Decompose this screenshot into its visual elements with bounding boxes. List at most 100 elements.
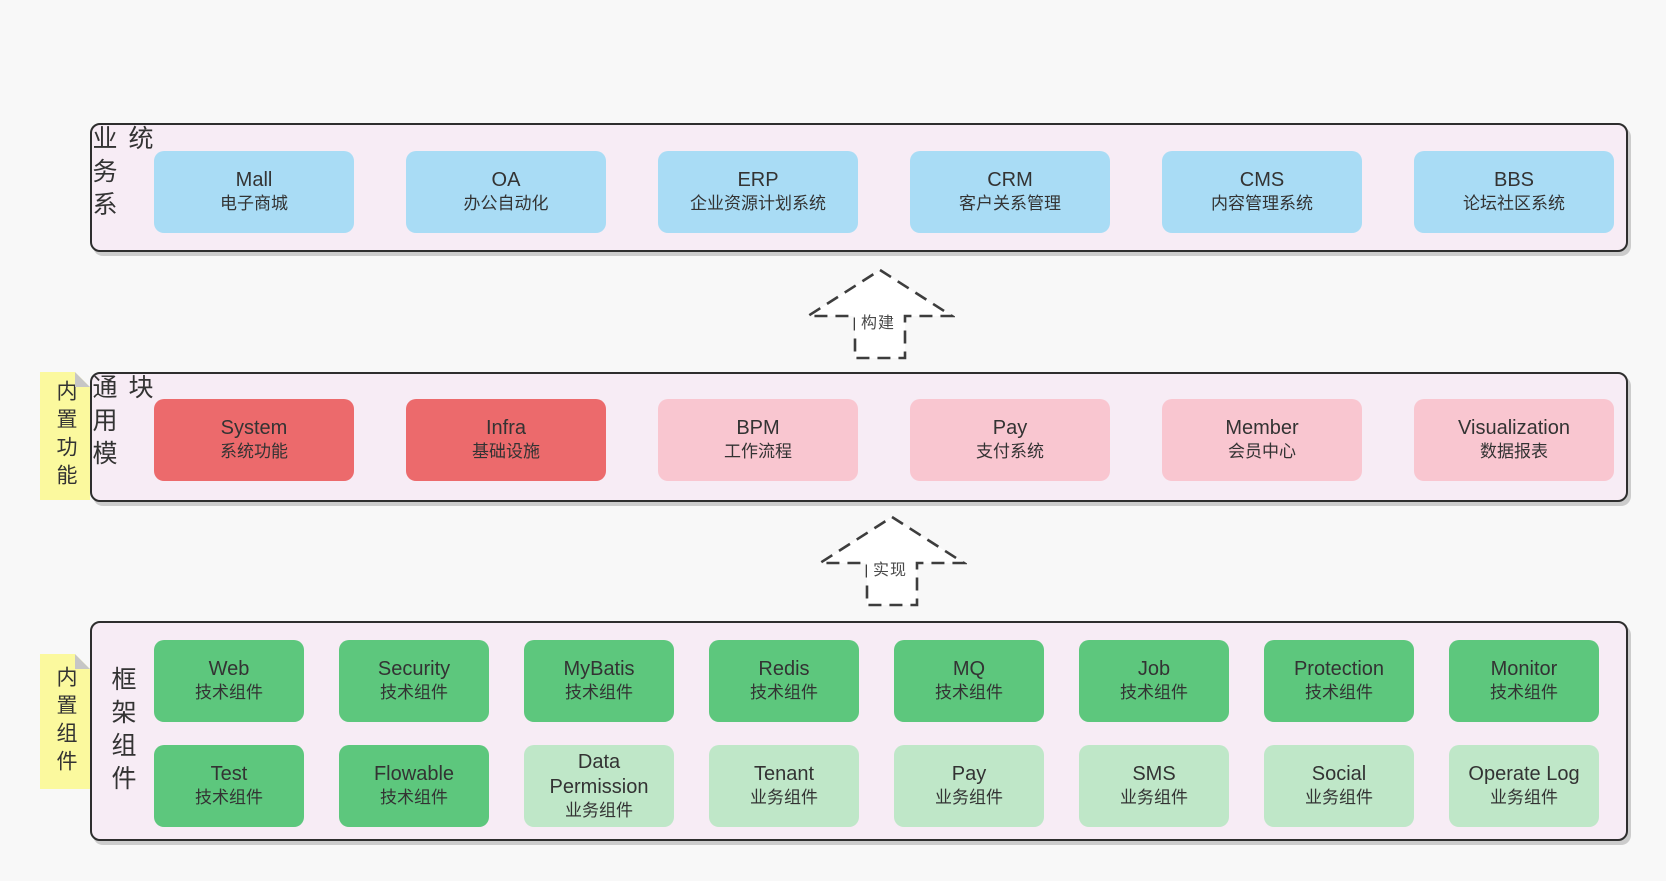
component-box: Protection 技术组件: [1264, 640, 1414, 722]
box-title: OA: [491, 169, 521, 192]
module-box: System 系统功能: [154, 399, 354, 481]
box-title: Visualization: [1458, 417, 1570, 440]
box-subtitle: 基础设施: [472, 442, 540, 462]
box-title: BPM: [736, 417, 780, 440]
box-title: Web: [208, 658, 250, 681]
box-title: Tenant: [753, 763, 815, 786]
box-title: Security: [377, 658, 451, 681]
box-subtitle: 技术组件: [935, 683, 1003, 703]
box-title: Operate Log: [1468, 763, 1580, 786]
build-arrow: 构建: [805, 268, 955, 360]
box-subtitle: 技术组件: [380, 683, 448, 703]
system-box: Mall 电子商城: [154, 151, 354, 233]
box-title: Member: [1225, 417, 1299, 440]
band-label-business-systems: 业务系统: [89, 125, 153, 224]
box-subtitle: 技术组件: [380, 788, 448, 808]
component-box: Data Permission 业务组件: [524, 745, 674, 827]
component-box: Job 技术组件: [1079, 640, 1229, 722]
system-box: ERP 企业资源计划系统: [658, 151, 858, 233]
box-subtitle: 企业资源计划系统: [690, 194, 826, 214]
box-subtitle: 支付系统: [976, 442, 1044, 462]
box-subtitle: 办公自动化: [463, 194, 549, 214]
component-box: Operate Log 业务组件: [1449, 745, 1599, 827]
business-systems-row: Mall 电子商城 OA 办公自动化 ERP 企业资源计划系统 CRM 客户关系…: [154, 151, 1614, 233]
box-subtitle: 内容管理系统: [1211, 194, 1313, 214]
component-box: Security 技术组件: [339, 640, 489, 722]
box-title: Mall: [235, 169, 273, 192]
module-box: Infra 基础设施: [406, 399, 606, 481]
box-title: Monitor: [1490, 658, 1558, 681]
box-title: SMS: [1132, 763, 1176, 786]
band-label-common-modules: 通用模块: [89, 374, 153, 473]
box-title: Infra: [485, 417, 527, 440]
implement-arrow: 实现: [817, 515, 967, 607]
box-subtitle: 业务组件: [565, 800, 633, 820]
component-box: Monitor 技术组件: [1449, 640, 1599, 722]
component-box: Social 业务组件: [1264, 745, 1414, 827]
sticky-note-label: 内置组件: [54, 665, 77, 778]
box-title: CRM: [987, 169, 1033, 192]
box-subtitle: 数据报表: [1480, 442, 1548, 462]
implement-arrow-label: 实现: [867, 555, 913, 581]
component-box: Test 技术组件: [154, 745, 304, 827]
common-modules-row: System 系统功能 Infra 基础设施 BPM 工作流程 Pay 支付系统…: [154, 399, 1614, 481]
box-title: Job: [1137, 658, 1171, 681]
component-box: MQ 技术组件: [894, 640, 1044, 722]
framework-components-row-2: Test 技术组件 Flowable 技术组件 Data Permission …: [154, 745, 1599, 827]
box-title: CMS: [1239, 169, 1285, 192]
box-subtitle: 系统功能: [220, 442, 288, 462]
band-framework-components: 框架组件 Web 技术组件 Security 技术组件 MyBatis 技术组件…: [90, 621, 1628, 841]
build-arrow-label: 构建: [855, 308, 901, 334]
box-subtitle: 技术组件: [1305, 683, 1373, 703]
component-box: SMS 业务组件: [1079, 745, 1229, 827]
module-box: Member 会员中心: [1162, 399, 1362, 481]
box-subtitle: 业务组件: [1120, 788, 1188, 808]
component-box: Flowable 技术组件: [339, 745, 489, 827]
module-box: Pay 支付系统: [910, 399, 1110, 481]
system-box: CRM 客户关系管理: [910, 151, 1110, 233]
box-subtitle: 业务组件: [1490, 788, 1558, 808]
box-title: MQ: [952, 658, 986, 681]
component-box: Web 技术组件: [154, 640, 304, 722]
box-subtitle: 业务组件: [750, 788, 818, 808]
sticky-note-builtin-components: 内置组件: [40, 654, 90, 789]
box-subtitle: 技术组件: [565, 683, 633, 703]
band-common-modules: 通用模块 System 系统功能 Infra 基础设施 BPM 工作流程 Pay…: [89, 372, 1628, 502]
system-box: CMS 内容管理系统: [1162, 151, 1362, 233]
system-box: BBS 论坛社区系统: [1414, 151, 1614, 233]
box-subtitle: 技术组件: [195, 788, 263, 808]
box-subtitle: 工作流程: [724, 442, 792, 462]
box-title: BBS: [1493, 169, 1535, 192]
box-subtitle: 业务组件: [935, 788, 1003, 808]
component-box: MyBatis 技术组件: [524, 640, 674, 722]
box-title: ERP: [737, 169, 779, 192]
box-subtitle: 电子商城: [220, 194, 288, 214]
box-subtitle: 论坛社区系统: [1463, 194, 1565, 214]
box-title: Pay: [992, 417, 1028, 440]
band-label-framework-components: 框架组件: [108, 666, 136, 798]
framework-components-row-1: Web 技术组件 Security 技术组件 MyBatis 技术组件 Redi…: [154, 640, 1599, 722]
box-subtitle: 业务组件: [1305, 788, 1373, 808]
system-box: OA 办公自动化: [406, 151, 606, 233]
box-subtitle: 会员中心: [1228, 442, 1296, 462]
box-title: Test: [210, 763, 248, 786]
component-box: Pay 业务组件: [894, 745, 1044, 827]
component-box: Tenant 业务组件: [709, 745, 859, 827]
box-title: Social: [1311, 763, 1367, 786]
box-title: Redis: [758, 658, 810, 681]
module-box: BPM 工作流程: [658, 399, 858, 481]
box-subtitle: 客户关系管理: [959, 194, 1061, 214]
sticky-note-label: 内置功能: [54, 380, 77, 492]
module-box: Visualization 数据报表: [1414, 399, 1614, 481]
box-subtitle: 技术组件: [750, 683, 818, 703]
box-title: MyBatis: [563, 658, 635, 681]
box-subtitle: 技术组件: [195, 683, 263, 703]
box-title: System: [220, 417, 288, 440]
box-title: Flowable: [373, 763, 455, 786]
sticky-note-builtin-features: 内置功能: [40, 372, 90, 500]
box-title: Pay: [951, 763, 987, 786]
box-title: Data Permission: [549, 750, 649, 798]
component-box: Redis 技术组件: [709, 640, 859, 722]
box-title: Protection: [1293, 658, 1385, 681]
